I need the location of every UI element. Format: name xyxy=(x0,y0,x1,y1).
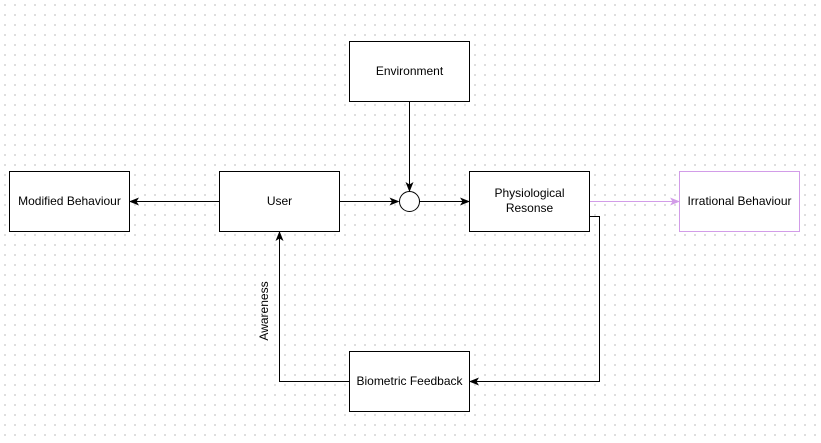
node-irrational-behaviour[interactable]: Irrational Behaviour xyxy=(679,171,800,232)
node-environment-label: Environment xyxy=(376,64,444,78)
node-physiological-response-box xyxy=(469,171,590,232)
node-user[interactable]: User xyxy=(219,171,340,232)
node-biometric-feedback-box xyxy=(349,351,470,412)
node-environment-box xyxy=(349,41,470,102)
node-modified-behaviour-box xyxy=(9,171,130,232)
node-physiological-response-label-line1: Physiological xyxy=(494,186,564,200)
edge-biometric-feedback-to-user[interactable] xyxy=(275,231,350,382)
node-physiological-response[interactable]: Physiological Resonse xyxy=(469,171,590,232)
edge-label-awareness: Awareness xyxy=(257,281,271,340)
node-irrational-behaviour-label: Irrational Behaviour xyxy=(687,194,791,208)
edge-physiological-response-to-biometric-feedback[interactable] xyxy=(469,216,600,386)
node-user-label: User xyxy=(267,194,292,208)
node-modified-behaviour[interactable]: Modified Behaviour xyxy=(9,171,130,232)
node-physiological-response-label-line2: Resonse xyxy=(506,201,554,215)
node-environment[interactable]: Environment xyxy=(349,41,470,102)
node-biometric-feedback-label: Biometric Feedback xyxy=(356,374,463,388)
node-modified-behaviour-label: Modified Behaviour xyxy=(18,194,121,208)
junction-node[interactable] xyxy=(399,191,420,212)
node-irrational-behaviour-box xyxy=(679,171,800,232)
node-user-box xyxy=(219,171,340,232)
node-biometric-feedback[interactable]: Biometric Feedback xyxy=(349,351,470,412)
